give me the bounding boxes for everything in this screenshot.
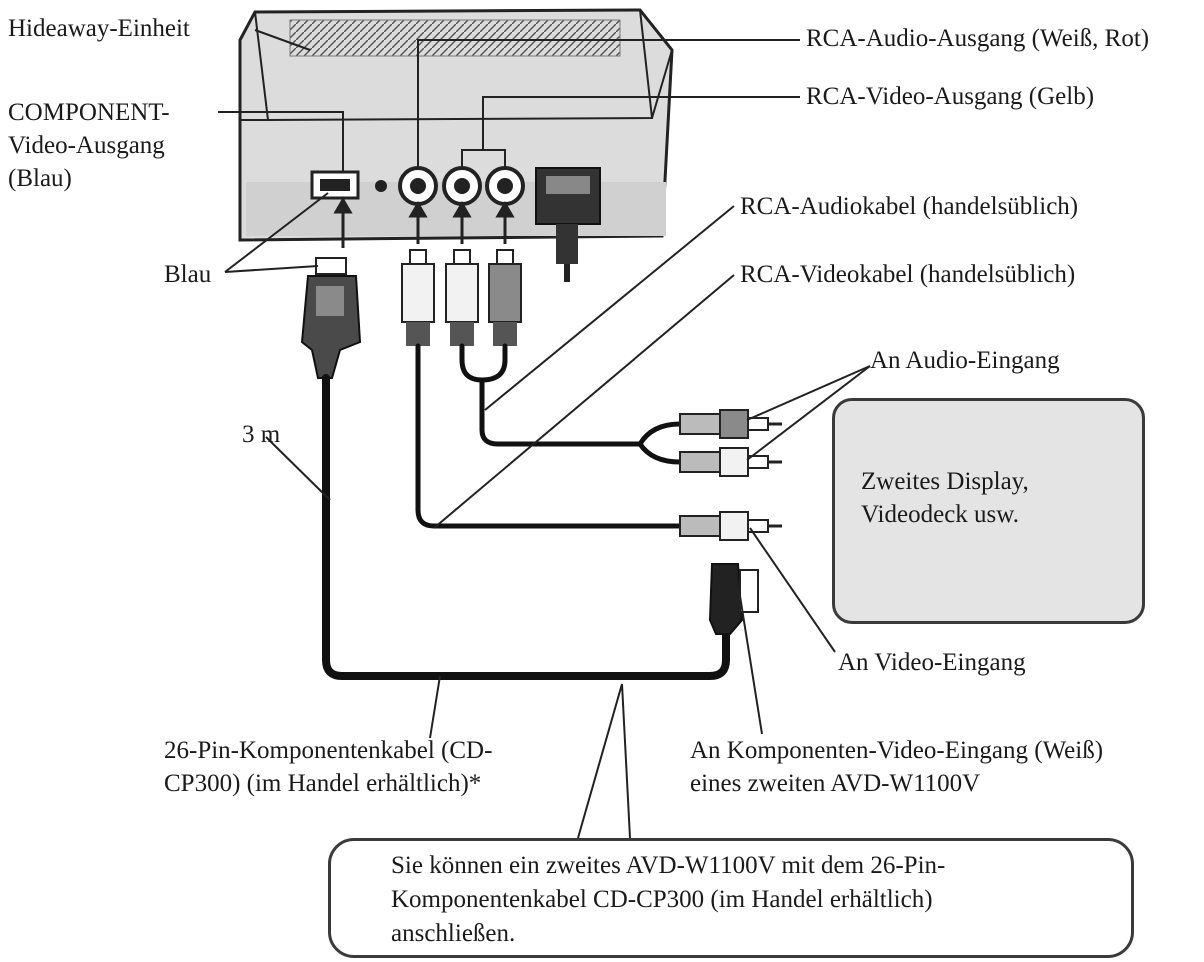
label-rca-video-output: RCA-Video-Ausgang (Gelb) (806, 83, 1095, 110)
power-connector (535, 167, 601, 282)
screw-hole (375, 180, 387, 192)
rca-plug-white (401, 249, 435, 346)
note-text: Sie können ein zweites AVD-W1100V mit de… (391, 849, 945, 951)
label-video-input: An Video-Eingang (838, 649, 1026, 676)
label-26pin-cable: 26-Pin-Komponentenkabel (CD- CP300) (im … (164, 734, 492, 800)
rca-audio-cable (479, 377, 643, 447)
second-display-text: Zweites Display, Videodeck usw. (861, 465, 1029, 531)
label-line: COMPONENT- (8, 99, 170, 126)
component-cable-far-plug (708, 563, 759, 635)
rca-audio-jack-red (485, 166, 525, 206)
vent-grille (289, 19, 621, 57)
label-line: (Blau) (8, 165, 72, 192)
rca-video-jack-yellow (442, 166, 482, 206)
note-line: Sie können ein zweites AVD-W1100V mit de… (391, 852, 946, 879)
label-hideaway-unit: Hideaway-Einheit (8, 15, 190, 42)
component-cable (322, 374, 730, 680)
label-component-video-input: An Komponenten-Video-Eingang (Weiß) eine… (690, 734, 1103, 800)
note-line: anschließen. (391, 920, 516, 947)
rca-plug-red (488, 249, 522, 346)
label-blue: Blau (164, 261, 212, 288)
display-line: Videodeck usw. (861, 501, 1019, 528)
rca-audio-jack-white (398, 166, 438, 206)
note-callout: Sie können ein zweites AVD-W1100V mit de… (328, 838, 1134, 958)
label-rca-audio-cable: RCA-Audiokabel (handelsüblich) (740, 193, 1079, 220)
audio-plug-white-right (679, 447, 782, 477)
insert-arrows (333, 197, 515, 248)
label-cable-length: 3 m (242, 421, 281, 448)
audio-plug-red-right (679, 409, 782, 439)
component-cable-plug (300, 257, 362, 379)
video-plug-right (679, 511, 782, 541)
label-audio-input: An Audio-Eingang (870, 347, 1060, 374)
display-line: Zweites Display, (861, 468, 1029, 495)
label-line: 26-Pin-Komponentenkabel (CD- (164, 737, 493, 764)
label-line: Video-Ausgang (8, 132, 165, 159)
hideaway-unit (238, 8, 674, 242)
label-line: An Komponenten-Video-Eingang (Weiß) (690, 737, 1104, 764)
label-line: eines zweiten AVD-W1100V (690, 770, 981, 797)
label-component-video-output: COMPONENT- Video-Ausgang (Blau) (8, 96, 170, 195)
rca-plug-yellow (445, 249, 479, 346)
leader-lines (218, 29, 871, 839)
label-rca-audio-output: RCA-Audio-Ausgang (Weiß, Rot) (806, 25, 1150, 52)
label-rca-video-cable: RCA-Videokabel (handelsüblich) (740, 261, 1076, 288)
second-display-box: Zweites Display, Videodeck usw. (832, 398, 1145, 624)
component-video-port (310, 170, 360, 200)
rca-video-cable (415, 343, 683, 529)
cables (322, 343, 730, 680)
note-line: Komponentenkabel CD-CP300 (im Handel erh… (391, 886, 933, 913)
label-line: CP300) (im Handel erhältlich)* (164, 770, 482, 797)
